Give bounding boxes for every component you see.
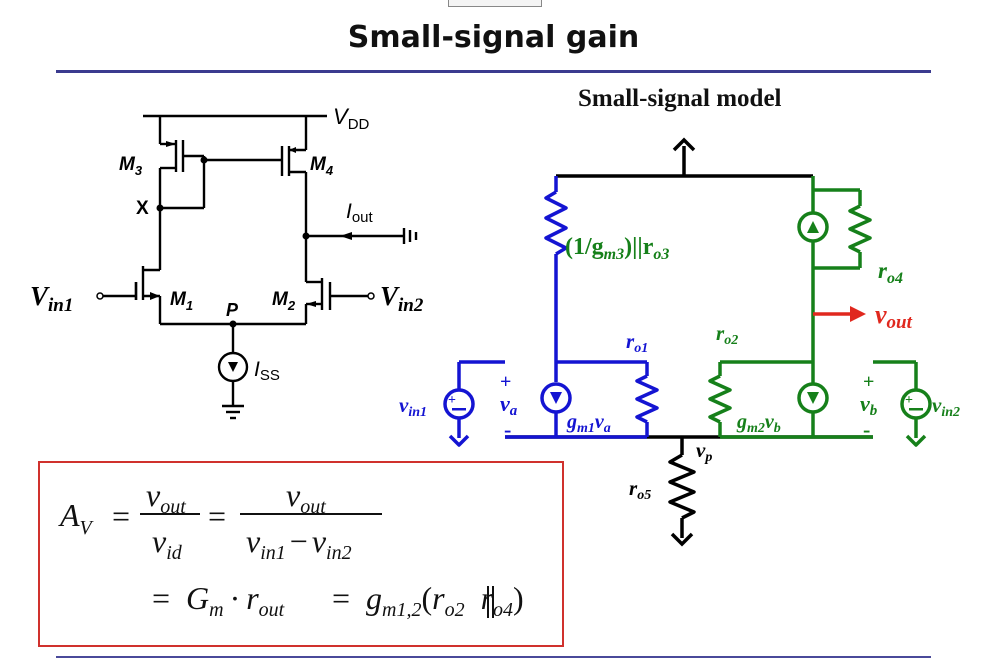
gm3-ro3-label: (1/gm3)||ro3 [565,234,669,263]
ro1-label: ro1 [626,329,648,356]
gm-rout: Gm·rout [186,580,285,621]
node-p-label: P [226,300,239,320]
num1: vout [146,477,186,518]
slide-title: Small-signal gain [347,20,640,55]
gain-formula-box [38,461,564,647]
vin1-source-label: vin1 [399,393,427,420]
eq-2: = [208,498,226,534]
vp-label: vp [696,438,712,465]
svg-text:+: + [905,393,913,408]
minus-a: - [504,417,511,442]
svg-text:+: + [448,393,456,408]
m3-label: M3 [119,154,143,178]
model-title: Small-signal model [578,85,782,112]
iout-label: Iout [346,200,374,226]
plus-b: + [863,371,874,393]
iss-label: ISS [254,358,280,384]
title-divider [56,70,931,73]
eq-1: = [112,498,130,534]
vb-label: vb [860,391,878,419]
bottom-divider [56,656,931,658]
vin2-source-label: vin2 [932,393,960,420]
va-label: va [500,391,518,419]
num2: vout [286,477,326,518]
eq-4: = [332,580,350,616]
m4-label: M4 [310,154,334,178]
m2-label: M2 [272,289,296,313]
ro4-label: ro4 [878,258,903,287]
den2: vin1−vin2 [246,523,352,564]
plus-a: + [500,371,511,393]
av-symbol: AV [58,497,95,539]
eq-3: = [152,580,170,616]
vin1-label: Vin1 [30,281,73,316]
ro5-label: ro5 [629,476,651,503]
den1: vid [152,523,183,564]
gm2vb-label: gm2vb [736,411,781,436]
vout-label: vout [875,300,913,333]
vdd-label: VDD [333,104,370,133]
gm1va-label: gm1va [566,411,611,436]
ro2-label: ro2 [716,321,738,348]
slide-tab [448,0,542,7]
node-x-label: X [136,198,149,219]
m1-label: M1 [170,289,193,313]
vin2-label: Vin2 [380,281,424,316]
minus-b: - [863,417,870,442]
